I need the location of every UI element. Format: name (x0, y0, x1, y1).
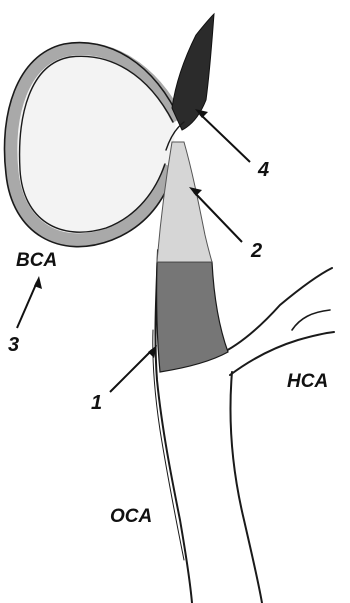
hca-split-wall (292, 310, 330, 330)
arrow-3-line (17, 282, 37, 328)
vessel-segments (157, 14, 228, 372)
label-number-4: 4 (257, 159, 269, 181)
bca-loop (4, 43, 181, 247)
label-number-1: 1 (91, 392, 102, 414)
segment-1 (157, 262, 228, 372)
label-number-3: 3 (8, 334, 19, 356)
hca-upper-wall (218, 268, 332, 355)
label-hca: HCA (287, 371, 328, 392)
arrow-4-line (200, 114, 250, 162)
segment-4 (172, 14, 214, 130)
label-oca: OCA (110, 506, 152, 527)
arrow-1-line (110, 350, 152, 392)
label-number-2: 2 (250, 240, 262, 262)
label-bca: BCA (16, 250, 57, 271)
